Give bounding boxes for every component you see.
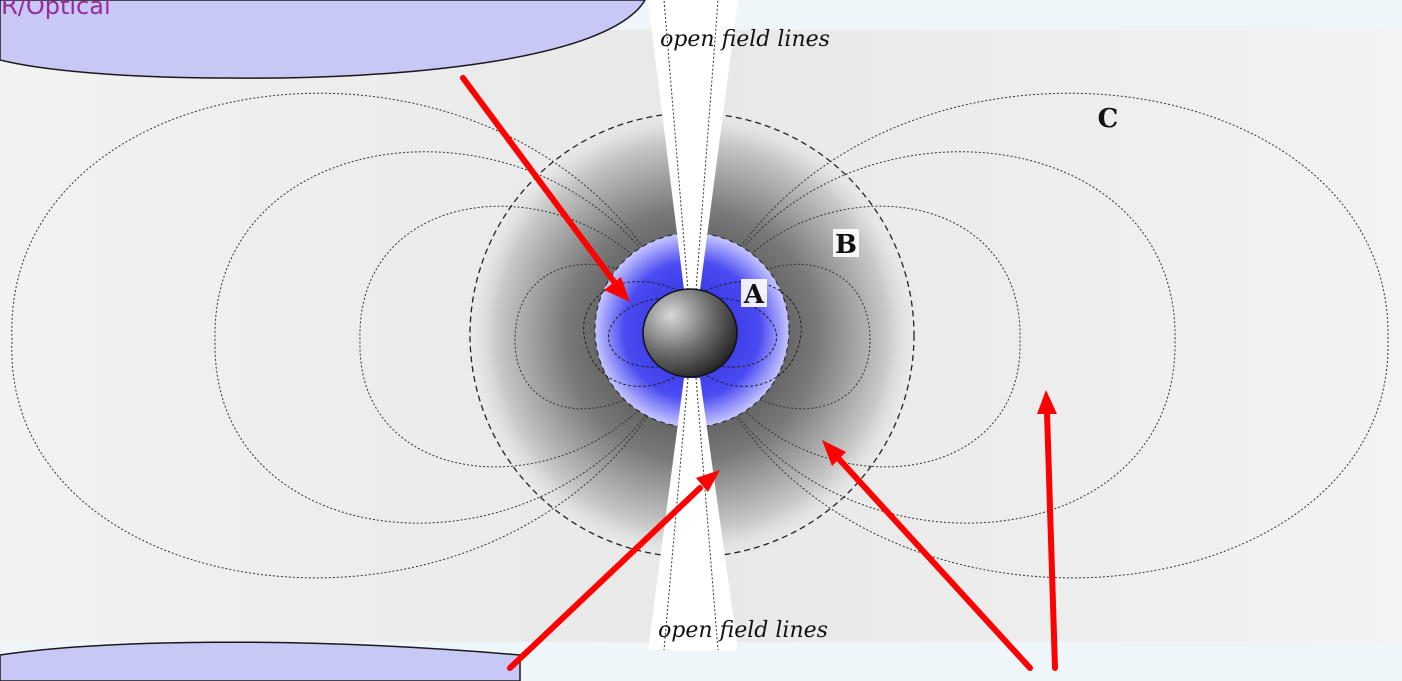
region-label-a: A [741, 279, 767, 310]
region-a-boundary [594, 232, 790, 428]
region-label-b: B [833, 229, 859, 260]
callout-bubble-bottom [0, 641, 521, 681]
callout-bubble-top [0, 0, 646, 79]
region-a-text: A [743, 280, 765, 310]
neutron-star [642, 288, 738, 378]
arrows [460, 75, 1058, 671]
open-field-cone-top [648, 0, 738, 290]
open-field-label-bottom: open field lines [658, 618, 828, 643]
region-b-text: B [835, 230, 857, 260]
region-c-text: C [1098, 104, 1119, 134]
open-field-label-top: open field lines [660, 27, 830, 52]
callout-bubble-top-text: IR/Optical [0, 0, 111, 20]
